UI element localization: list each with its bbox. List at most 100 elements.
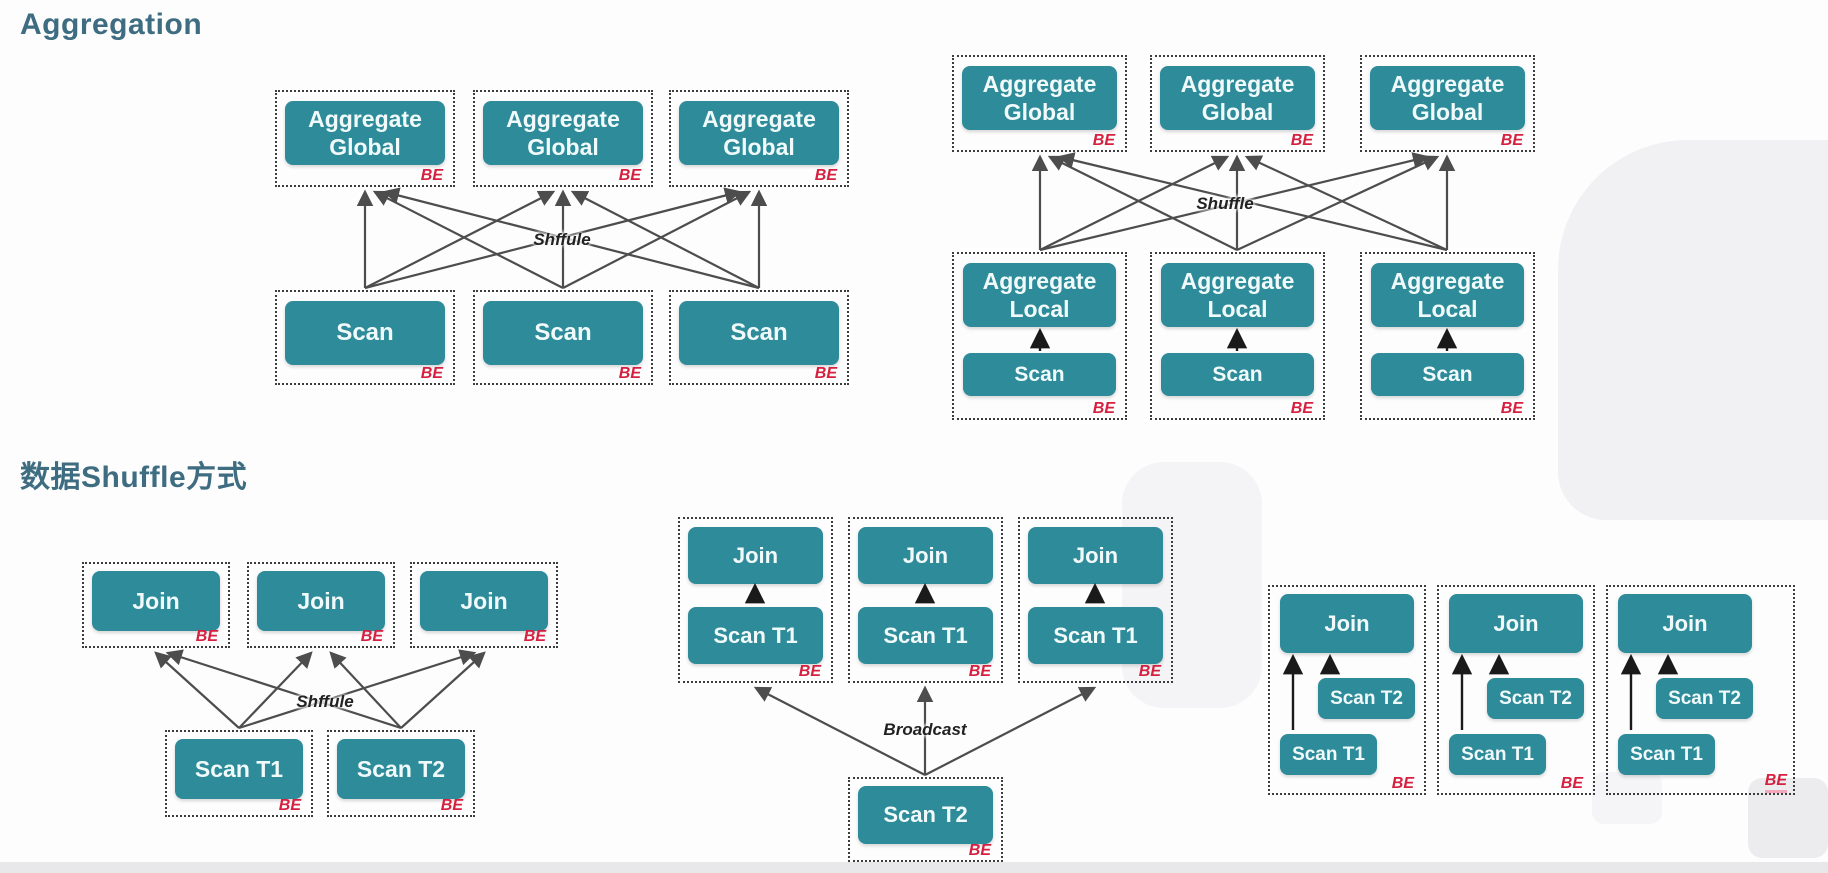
operator-label: Join [297,588,345,614]
operator-label: Scan [1422,362,1473,386]
backend-tag: BE [420,167,443,184]
backend-tag: BE [1560,775,1583,792]
operator-label: Join [460,588,508,614]
backend-tag: BE [523,628,546,645]
backend-tag: BE [1290,400,1313,417]
operator-label: Scan T2 [356,756,446,782]
backend-tag: BE [360,628,383,645]
operator-box-scan: Scan [285,301,445,365]
operator-box-join: Join [1028,527,1163,584]
operator-box-scan-t1: Scan T1 [1618,734,1715,775]
section-title-shuffle-methods: 数据Shuffle方式 [20,461,248,494]
operator-label: Aggregate Global [982,71,1097,125]
operator-label: Join [1493,610,1539,636]
operator-label: Scan T1 [1053,622,1138,648]
be-group-join-c3: Join BE [410,562,558,648]
operator-box-join: Join [257,571,385,631]
backend-tag: BE [1764,772,1787,793]
backend-tag: BE [618,365,641,382]
be-group-agg-global-b2: Aggregate Global BE [1150,55,1325,152]
operator-label: Scan T1 [713,622,798,648]
operator-label: Join [1324,610,1370,636]
operator-label: Aggregate Global [702,106,816,160]
be-group-scan-a3: Scan BE [669,290,849,385]
be-group-join-c2: Join BE [247,562,395,648]
operator-box-scan-t1: Scan T1 [1449,734,1546,775]
operator-label: Scan T2 [1668,687,1741,709]
operator-label: Scan [1212,362,1263,386]
be-group-agg-global-a3: Aggregate Global BE [669,90,849,187]
operator-box-scan-t1: Scan T1 [175,739,303,799]
operator-label: Scan T1 [1461,743,1534,765]
be-group-colocate-e3: Join Scan T2 Scan T1 BE [1606,585,1795,795]
operator-label: Scan [730,319,788,346]
operator-label: Aggregate Local [982,268,1097,322]
backend-tag: BE [1138,663,1161,680]
operator-label: Scan T1 [194,756,284,782]
backend-tag: BE [1391,775,1414,792]
operator-box-aggregate-global: Aggregate Global [962,66,1117,130]
operator-label: Scan [1014,362,1065,386]
operator-box-scan-t1: Scan T1 [1280,734,1377,775]
operator-box-aggregate-local: Aggregate Local [963,263,1116,327]
be-group-agg-global-b1: Aggregate Global BE [952,55,1127,152]
operator-box-scan: Scan [483,301,643,365]
operator-box-join: Join [688,527,823,584]
be-group-join-scan-d1: Join Scan T1 BE [678,517,833,683]
operator-label: Aggregate Local [1390,268,1505,322]
operator-box-scan-t1: Scan T1 [688,607,823,664]
operator-label: Scan T1 [1292,743,1365,765]
operator-box-scan-t2: Scan T2 [858,786,993,844]
operator-box-join: Join [420,571,548,631]
be-group-join-c1: Join BE [82,562,230,648]
operator-label: Join [1072,542,1119,568]
edge-label-shuffle-misspelled-agg: Shffule [533,230,591,249]
be-group-colocate-e1: Join Scan T2 Scan T1 BE [1268,585,1426,795]
be-group-agg-global-a1: Aggregate Global BE [275,90,455,187]
operator-box-scan: Scan [1161,353,1314,396]
operator-box-aggregate-global: Aggregate Global [1160,66,1315,130]
operator-label: Aggregate Global [1390,71,1505,125]
edge-label-broadcast: Broadcast [883,720,967,739]
operator-label: Join [132,588,180,614]
backend-tag: BE [278,797,301,814]
be-group-join-scan-d2: Join Scan T1 BE [848,517,1003,683]
be-group-agg-global-a2: Aggregate Global BE [473,90,653,187]
operator-box-scan-t2: Scan T2 [337,739,465,799]
be-group-scan-t2-d: Scan T2 BE [848,777,1003,862]
be-group-join-scan-d3: Join Scan T1 BE [1018,517,1173,683]
operator-label: Join [902,542,949,568]
operator-box-scan-t2: Scan T2 [1487,678,1584,719]
operator-label: Aggregate Global [506,106,620,160]
operator-box-scan: Scan [963,353,1116,396]
edge-label-shuffle: Shuffle [1196,194,1254,213]
be-group-scan-t1-c: Scan T1 BE [165,730,313,817]
be-group-agg-global-b3: Aggregate Global BE [1360,55,1535,152]
operator-box-join: Join [1618,594,1752,653]
backend-tag: BE [968,663,991,680]
operator-label: Scan T1 [883,622,968,648]
operator-box-aggregate-global: Aggregate Global [285,101,445,165]
backend-tag: BE [1500,400,1523,417]
operator-label: Join [1662,610,1708,636]
operator-box-join: Join [1449,594,1583,653]
operator-label: Aggregate Local [1180,268,1295,322]
backend-tag: BE [1290,132,1313,149]
operator-box-join: Join [92,571,220,631]
backend-tag: BE [968,842,991,859]
operator-label: Join [732,542,779,568]
be-group-colocate-e2: Join Scan T2 Scan T1 BE [1437,585,1595,795]
backend-tag: BE [1092,132,1115,149]
operator-box-scan-t2: Scan T2 [1656,678,1753,719]
backend-tag: BE [195,628,218,645]
operator-label: Scan [336,319,394,346]
be-group-scan-t2-c: Scan T2 BE [327,730,475,817]
be-group-agg-local-b3: Aggregate Local Scan BE [1360,252,1535,420]
operator-label: Scan T2 [1499,687,1572,709]
operator-box-aggregate-local: Aggregate Local [1371,263,1524,327]
backend-tag: BE [814,167,837,184]
backend-tag: BE [1500,132,1523,149]
edge-label-shuffle-misspelled-join: Shffule [296,692,354,711]
operator-label: Scan T2 [883,802,968,827]
